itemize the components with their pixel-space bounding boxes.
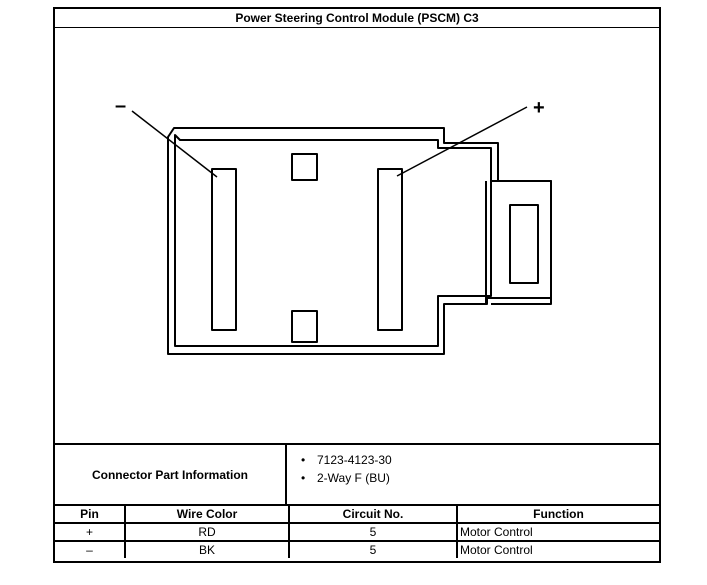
cell-function: Motor Control — [456, 522, 659, 542]
pin-label-minus: – — [115, 95, 126, 117]
connector-cavity — [174, 134, 492, 347]
cell-circuit-no: 5 — [288, 540, 458, 558]
connector-info-item: 2-Way F (BU) — [289, 469, 392, 487]
connector-info-item: 7123-4123-30 — [289, 451, 392, 469]
leader-line-minus — [131, 110, 218, 178]
table-row: – BK 5 Motor Control — [55, 540, 659, 558]
latch-window — [509, 204, 539, 284]
header-pin: Pin — [55, 504, 126, 524]
header-function: Function — [456, 504, 659, 524]
cell-wire-color: BK — [124, 540, 290, 558]
pin-table-header: Pin Wire Color Circuit No. Function — [55, 504, 659, 524]
connector-info-list: 7123-4123-30 2-Way F (BU) — [289, 451, 392, 487]
connector-part-information: Connector Part Information 7123-4123-30 … — [55, 443, 659, 504]
cell-circuit-no: 5 — [288, 522, 458, 542]
terminal-minus — [211, 168, 237, 331]
diagram-frame: Power Steering Control Module (PSCM) C3 — [53, 7, 661, 563]
connector-latch — [491, 180, 552, 305]
header-circuit-no: Circuit No. — [288, 504, 458, 524]
terminal-plus — [377, 168, 403, 331]
cell-wire-color: RD — [124, 522, 290, 542]
diagram-title: Power Steering Control Module (PSCM) C3 — [55, 9, 659, 28]
connector-housing — [167, 127, 552, 355]
table-row: + RD 5 Motor Control — [55, 522, 659, 542]
leader-line-plus — [396, 106, 528, 177]
cell-pin: – — [55, 540, 126, 558]
cell-pin: + — [55, 522, 126, 542]
pin-table: Pin Wire Color Circuit No. Function + RD… — [55, 504, 659, 558]
cell-function: Motor Control — [456, 540, 659, 558]
connector-drawing: – + — [55, 28, 659, 443]
connector-info-label: Connector Part Information — [55, 445, 287, 504]
keying-tab-top — [291, 153, 318, 181]
keying-tab-bottom — [291, 310, 318, 343]
pin-label-plus: + — [533, 97, 545, 119]
header-wire-color: Wire Color — [124, 504, 290, 524]
connector-face-view: – + — [115, 95, 552, 355]
